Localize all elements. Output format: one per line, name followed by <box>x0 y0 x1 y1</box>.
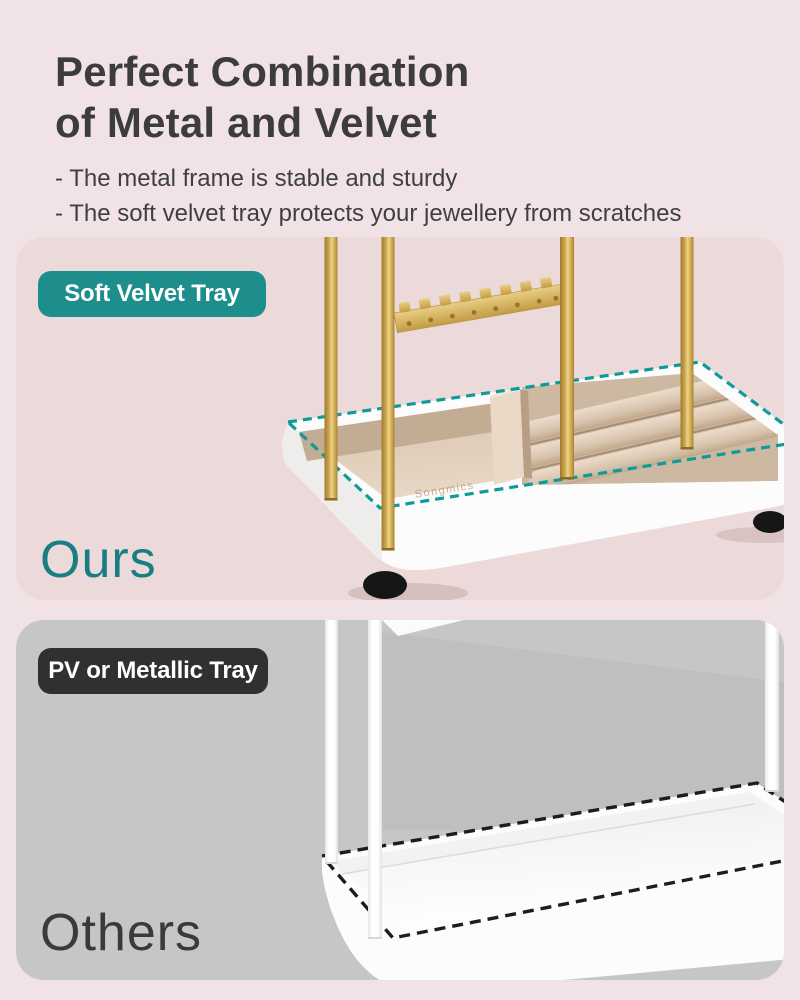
gold-poles <box>324 237 694 551</box>
white-frame <box>325 620 779 939</box>
others-product-art <box>318 620 784 980</box>
white-frame-bar-2 <box>368 620 382 939</box>
gold-pole-2 <box>381 237 395 550</box>
velvet-divider <box>489 387 532 485</box>
title-line-2: of Metal and Velvet <box>55 99 437 147</box>
tray-feet <box>363 511 784 599</box>
ring-roll-section <box>522 373 778 485</box>
ours-product-art: Songmics <box>282 237 784 600</box>
metallic-tray-back-wall <box>334 792 755 874</box>
metallic-tray-floor <box>334 792 784 930</box>
others-label: Others <box>40 904 203 962</box>
others-panel: PV or Metallic Tray Others <box>16 620 784 980</box>
earring-bar-holes <box>406 295 559 326</box>
bullet-velvet-tray: - The soft velvet tray protects your jew… <box>55 200 682 228</box>
ours-badge: Soft Velvet Tray <box>38 271 266 317</box>
title-line-1: Perfect Combination <box>55 48 470 95</box>
gold-pole-3 <box>560 237 574 479</box>
earring-bar <box>393 277 566 334</box>
ours-panel: Songmics <box>16 237 784 600</box>
frame-top-bar <box>382 620 464 636</box>
others-badge: PV or Metallic Tray <box>38 648 268 694</box>
header: Perfect Combination of Metal and Velvet … <box>55 46 765 232</box>
feature-bullets: - The metal frame is stable and sturdy -… <box>55 162 765 232</box>
gold-pole-1 <box>324 237 338 500</box>
white-frame-bar-right <box>765 620 779 792</box>
earring-bar-teeth <box>398 277 553 313</box>
gold-pole-4 <box>680 237 694 449</box>
page-title: Perfect Combination of Metal and Velvet <box>55 46 765 148</box>
bullet-metal-frame: - The metal frame is stable and sturdy <box>55 165 458 193</box>
ours-label: Ours <box>40 531 157 589</box>
white-frame-bar-1 <box>325 620 338 864</box>
metallic-tray-dashed-outline <box>318 781 784 940</box>
